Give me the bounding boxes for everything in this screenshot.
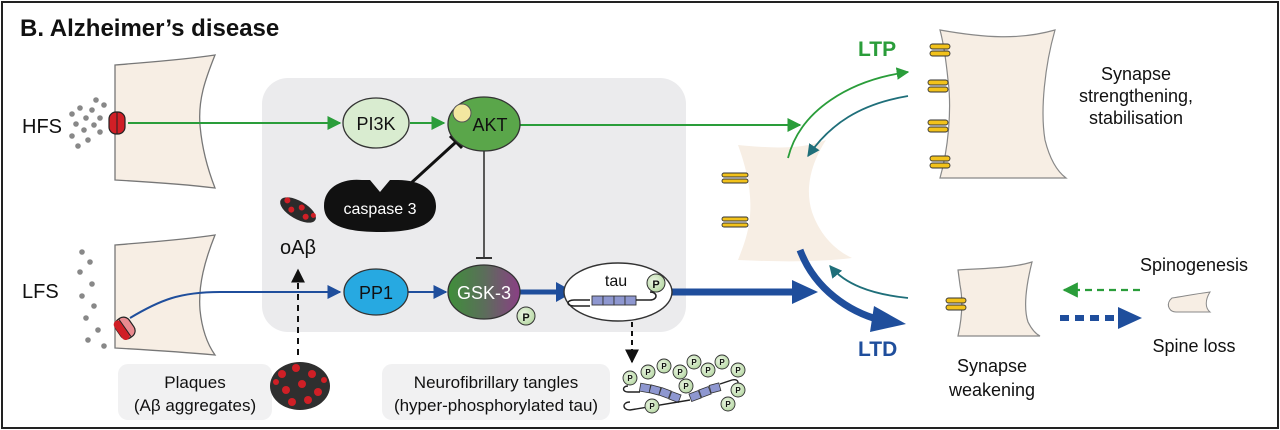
ltp-forward-arrow: [787, 67, 910, 159]
plaques-caption-line2: (Aβ aggregates): [134, 396, 256, 415]
ltd-forward-arrow: [796, 248, 881, 324]
tangle-phospho-circles: [622, 354, 746, 414]
tau-to-ltd-head: [792, 280, 818, 304]
hfs-vesicles: [69, 97, 107, 149]
tangle-p-11: P: [725, 400, 731, 409]
tangles-caption-line1: Neurofibrillary tangles: [414, 373, 578, 392]
strengthening-line3: stabilisation: [1089, 108, 1183, 128]
strengthening-line1: Synapse: [1101, 64, 1171, 84]
tangles-caption-line2: (hyper-phosphorylated tau): [394, 396, 598, 415]
weakening-line2: weakening: [948, 380, 1035, 400]
tangle-p-7: P: [719, 358, 725, 367]
central-spine: [721, 140, 852, 262]
akt-label: AKT: [472, 115, 507, 135]
tangle-p-12: P: [649, 402, 655, 411]
stub-spine: [1167, 291, 1212, 313]
tangle-p-9: P: [683, 382, 689, 391]
tau-label: tau: [605, 273, 627, 290]
tangle-p-6: P: [705, 366, 711, 375]
plaque-aggregate: [270, 362, 330, 410]
tau-repeats: [591, 295, 637, 306]
gsk3-node: GSK-3 P: [447, 264, 536, 326]
oabeta-label: oAβ: [280, 237, 316, 259]
hfs-synapse: [69, 54, 217, 189]
caspase3-label: caspase 3: [344, 201, 417, 218]
ltd-reverse-arrow: [829, 265, 909, 299]
gsk3-phospho-label: P: [522, 312, 529, 324]
ltd-label: LTD: [858, 338, 897, 361]
plaques-caption-box: [118, 364, 272, 420]
tangles-graphic: P P P P P P P P P P P P: [622, 354, 746, 414]
tangle-p-3: P: [661, 362, 667, 371]
gsk3-label: GSK-3: [457, 283, 511, 303]
tangle-p-8: P: [735, 366, 741, 375]
ltd-spine-receptor: [945, 297, 967, 311]
tau-phospho-label: P: [652, 279, 659, 291]
hfs-receptor: [108, 111, 126, 135]
tau-node: tau P: [563, 262, 673, 322]
lfs-synapse: [77, 234, 217, 356]
tangle-p-2: P: [645, 368, 651, 377]
caspase-inhibit-bar: [448, 134, 464, 150]
weakening-line1: Synapse: [957, 356, 1027, 376]
lfs-label: LFS: [22, 281, 59, 303]
spinogenesis-label: Spinogenesis: [1140, 255, 1248, 275]
ltp-label: LTP: [858, 38, 896, 61]
ltd-forward-head: [870, 306, 906, 332]
lfs-receptor: [113, 316, 136, 341]
tangle-p-5: P: [691, 358, 697, 367]
ltp-spine-receptors: [927, 43, 951, 169]
spine-loss-head: [1118, 307, 1142, 329]
caspase3-node: caspase 3: [324, 179, 436, 232]
central-spine-receptors: [721, 172, 749, 228]
pp1-node: PP1: [343, 268, 409, 316]
hfs-label: HFS: [22, 116, 62, 138]
ltp-spine: [927, 29, 1068, 179]
tangles-caption-box: [382, 364, 610, 420]
plaques-caption-line1: Plaques: [164, 373, 225, 392]
spine-loss-label: Spine loss: [1152, 336, 1235, 356]
ltd-spine: [945, 261, 1041, 337]
oabeta-cluster: [280, 197, 316, 223]
pi3k-label: PI3K: [356, 114, 395, 134]
tangle-p-1: P: [627, 374, 633, 383]
lfs-to-pp1-arrow: [129, 285, 342, 319]
pi3k-node: PI3K: [342, 97, 410, 149]
caspase-inhibits-akt: [408, 140, 458, 186]
strengthening-line2: strengthening,: [1079, 86, 1193, 106]
tangle-p-10: P: [735, 386, 741, 395]
pp1-label: PP1: [359, 283, 393, 303]
lfs-vesicles: [77, 249, 107, 349]
ltp-reverse-arrow: [807, 95, 909, 158]
tangle-p-4: P: [677, 368, 683, 377]
figure-title: B. Alzheimer’s disease: [20, 15, 279, 42]
akt-node: AKT: [447, 96, 521, 152]
